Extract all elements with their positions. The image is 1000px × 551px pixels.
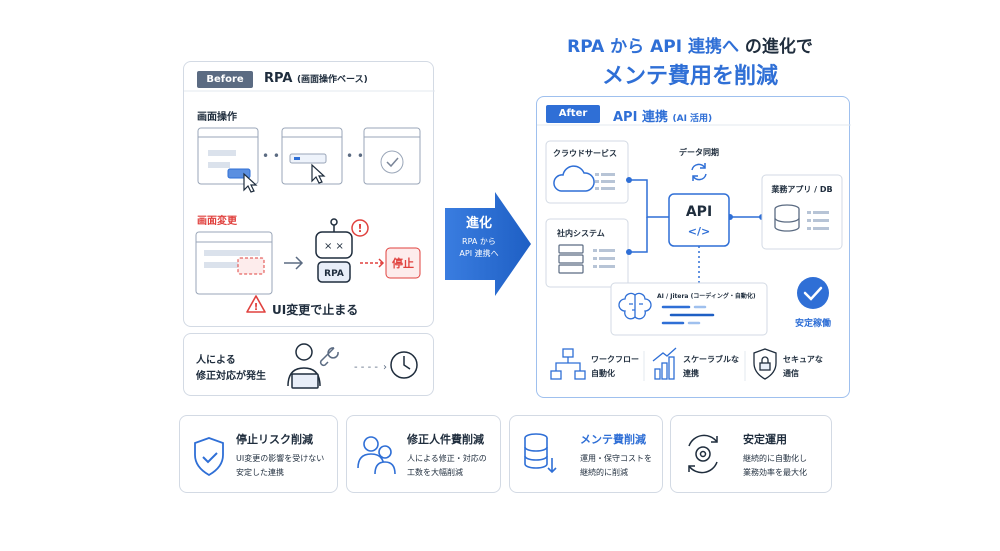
benefit-desc-line2: 業務効率を最大化 — [743, 468, 807, 477]
feature-secure-line1: セキュアな — [783, 355, 823, 364]
api-code-icon: </> — [687, 225, 711, 238]
after-illustration — [537, 124, 851, 381]
robot-label: RPA — [324, 269, 344, 279]
before-title-text: RPA — [264, 71, 293, 86]
screen-window-3 — [363, 127, 421, 185]
feature-secure-line2: 通信 — [783, 369, 799, 378]
alert-circle-icon: ! — [351, 219, 369, 237]
brain-icon — [618, 292, 652, 320]
changed-screen — [195, 231, 273, 295]
lock-shield-icon — [753, 348, 777, 380]
gear-cycle-icon — [688, 434, 718, 474]
benefit-title: 安定運用 — [743, 433, 787, 446]
benefit-desc-line2: 継続的に削減 — [580, 468, 628, 477]
cursor-icon — [243, 172, 258, 193]
cloud-label: クラウドサービス — [553, 149, 617, 158]
evolution-arrow — [445, 192, 531, 296]
after-subtitle: (AI 活用) — [672, 114, 713, 124]
people-icon — [357, 436, 396, 475]
after-badge: After — [546, 105, 600, 123]
arrow-line2: API 連携へ — [459, 249, 499, 258]
robot-icon: × × — [315, 218, 353, 283]
stable-label: 安定稼働 — [794, 319, 831, 329]
benefit-desc-line1: 人による修正・対応の — [407, 454, 487, 463]
warning-text: UI変更で止まる — [272, 303, 359, 317]
feature-scalable-line1: スケーラブルな — [683, 355, 739, 364]
benefit-desc-line1: 運用・保守コストを — [580, 454, 652, 463]
feature-workflow-line1: ワークフロー — [591, 355, 639, 364]
benefit-card-stable-ops: 安定運用 継続的に自動化し 業務効率を最大化 — [670, 415, 832, 493]
after-panel: After API 連携 (AI 活用) クラウドサービス 社内システム データ… — [536, 96, 851, 398]
benefit-desc-line2: 工数を大幅削減 — [407, 468, 463, 477]
sync-icon — [691, 163, 707, 181]
svg-text:- - - -: - - - - — [354, 362, 378, 373]
feature-workflow-line2: 自動化 — [591, 369, 615, 378]
data-sync-label: データ同期 — [679, 148, 719, 157]
headline-line2: メンテ費用を削減 — [601, 64, 778, 89]
benefit-card-labor-cost: 修正人件費削減 人による修正・対応の 工数を大幅削減 — [346, 415, 501, 493]
before-badge: Before — [197, 71, 253, 88]
person-laptop-icon — [287, 343, 321, 389]
shield-check-icon — [194, 437, 224, 477]
benefit-title: メンテ費削減 — [580, 433, 646, 446]
before-panel: • • • • • • × — [183, 61, 435, 327]
business-label: 業務アプリ / DB — [771, 185, 833, 194]
benefit-title: 修正人件費削減 — [407, 433, 484, 446]
benefit-card-maint-cost: メンテ費削減 運用・保守コストを 継続的に削減 — [509, 415, 663, 493]
before-illustration: • • • • • • × — [184, 90, 435, 313]
warning-icon: ! — [246, 295, 266, 313]
svg-text:›: › — [383, 362, 387, 373]
clock-icon — [390, 351, 418, 379]
headline-highlight: RPA から API 連携へ — [567, 37, 739, 57]
arrow-title: 進化 — [465, 216, 492, 231]
benefit-card-stop-risk: 停止リスク削減 UI変更の影響を受けない 安定した連携 — [179, 415, 338, 493]
before-subtitle: (画面操作ベース) — [296, 75, 368, 85]
svg-text:!: ! — [357, 222, 362, 235]
screen-window-2 — [281, 127, 343, 185]
wrench-icon — [319, 347, 339, 367]
stop-label: 停止 — [392, 257, 414, 270]
svg-text:× ×: × × — [324, 241, 344, 252]
bar-chart-icon — [652, 347, 677, 380]
headline-suffix: の進化で — [744, 37, 813, 57]
ai-title: AI / Jitera (コーディング・自動化) — [657, 293, 756, 300]
database-icon — [774, 204, 800, 232]
cloud-icon — [553, 165, 595, 192]
screen-change-label: 画面変更 — [197, 216, 237, 227]
benefit-desc-line1: 継続的に自動化し — [743, 454, 807, 463]
benefit-title: 停止リスク削減 — [236, 433, 313, 446]
check-circle-icon — [797, 277, 829, 309]
screen-ops-label: 画面操作 — [197, 112, 237, 123]
workflow-icon — [550, 348, 586, 380]
benefit-desc-line2: 安定した連携 — [236, 468, 284, 477]
svg-text:!: ! — [254, 302, 259, 313]
arrow-line1: RPA から — [462, 237, 496, 246]
database-down-icon — [524, 433, 557, 474]
api-label: API — [685, 204, 713, 220]
internal-label: 社内システム — [557, 229, 605, 238]
manual-line2: 修正対応が発生 — [196, 371, 266, 382]
screen-window-1 — [197, 127, 259, 185]
before-title: RPA (画面操作ベース) — [264, 71, 368, 86]
manual-fix-illustration: - - - - › — [287, 343, 418, 389]
manual-fix-card: - - - - › 人による 修正対応が発生 — [183, 333, 434, 396]
after-title: API 連携 (AI 活用) — [613, 106, 712, 125]
benefit-desc-line1: UI変更の影響を受けない — [236, 454, 325, 463]
manual-line1: 人による — [196, 355, 236, 366]
feature-scalable-line2: 連携 — [683, 369, 699, 378]
server-icon — [558, 244, 584, 274]
headline-line1: RPA から API 連携へ の進化で — [520, 32, 860, 57]
after-title-text: API 連携 — [613, 110, 668, 125]
